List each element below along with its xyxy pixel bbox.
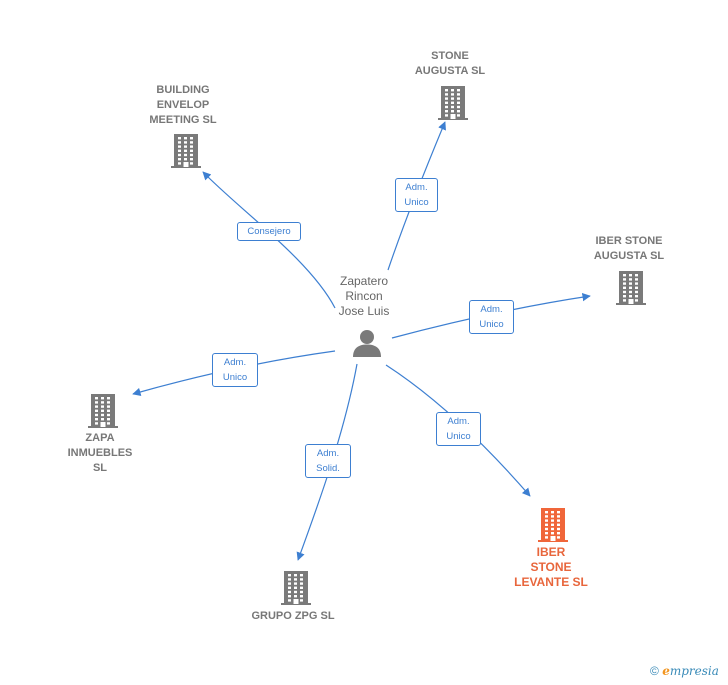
copyright-symbol: © bbox=[650, 664, 659, 678]
person-icon bbox=[353, 330, 381, 357]
company-label-iber-stone-augusta[interactable]: IBER STONE AUGUSTA SL bbox=[593, 235, 665, 262]
person-name: Zapatero Rincon Jose Luis bbox=[338, 274, 390, 318]
relation-label-grupo-zpg: Adm. Solid. bbox=[305, 444, 351, 478]
relation-label-stone-augusta: Adm. Unico bbox=[395, 178, 438, 212]
brand-logo-initial: e bbox=[662, 664, 670, 678]
company-label-grupo-zpg[interactable]: GRUPO ZPG SL bbox=[251, 610, 335, 622]
building-icon-building-envelop[interactable] bbox=[170, 133, 202, 169]
building-icon-iber-stone-levante[interactable] bbox=[537, 507, 569, 543]
relation-label-iber-stone-levante: Adm. Unico bbox=[436, 412, 481, 446]
company-label-stone-augusta[interactable]: STONE AUGUSTA SL bbox=[414, 50, 486, 77]
relation-label-consejero: Consejero bbox=[237, 222, 301, 241]
company-label-zapa-inmuebles[interactable]: ZAPA INMUEBLES SL bbox=[67, 432, 133, 474]
relation-label-zapa-inmuebles: Adm. Unico bbox=[212, 353, 258, 387]
brand-name: mpresia bbox=[669, 664, 719, 678]
building-icon-zapa-inmuebles[interactable] bbox=[87, 393, 119, 429]
building-icon-iber-stone-augusta[interactable] bbox=[615, 270, 647, 306]
building-icon-grupo-zpg[interactable] bbox=[280, 570, 312, 606]
relation-label-iber-stone-augusta: Adm. Unico bbox=[469, 300, 514, 334]
company-label-building-envelop[interactable]: BUILDING ENVELOP MEETING SL bbox=[149, 84, 217, 126]
footer-brand[interactable]: © empresia bbox=[650, 664, 719, 678]
building-icon-stone-augusta[interactable] bbox=[437, 85, 469, 121]
company-label-iber-stone-levante[interactable]: IBER STONE LEVANTE SL bbox=[514, 545, 588, 589]
